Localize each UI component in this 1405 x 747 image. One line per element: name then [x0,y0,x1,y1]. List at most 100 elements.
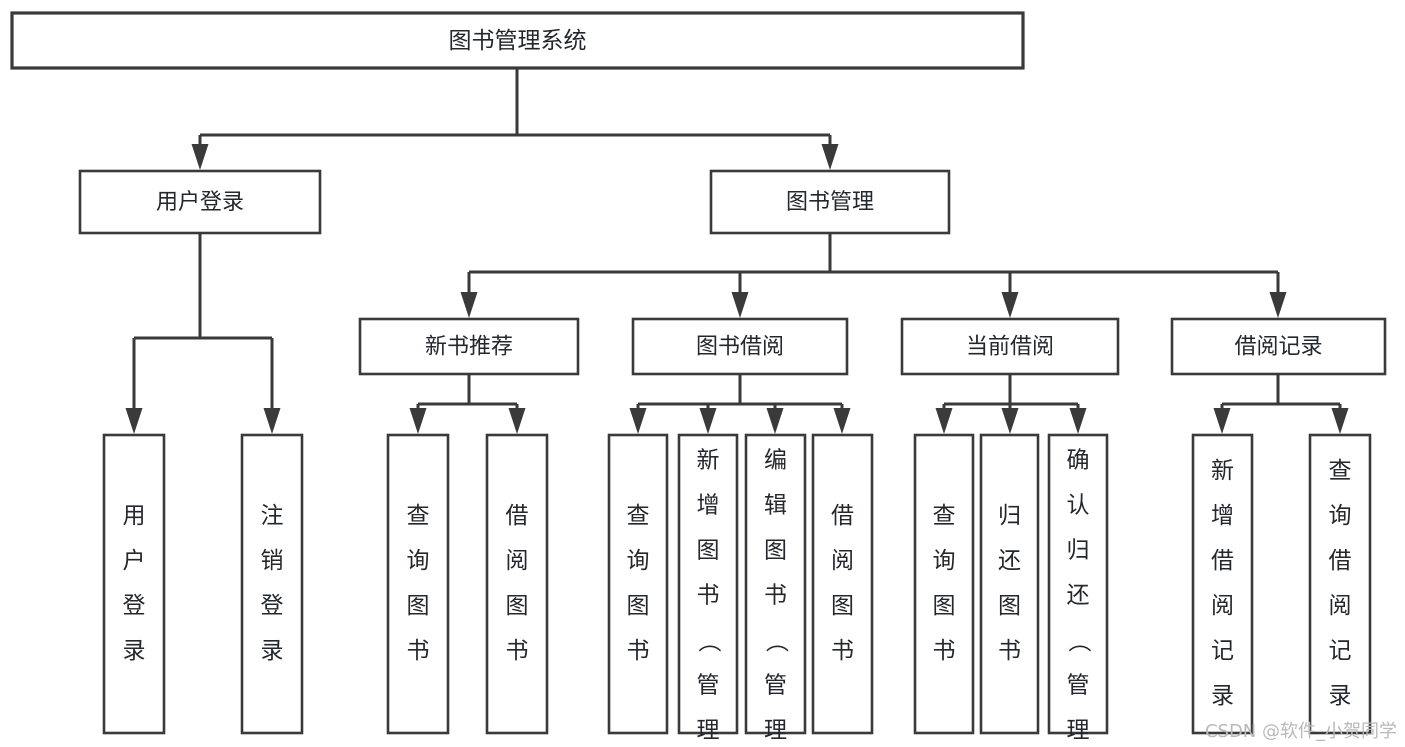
node-leaf-label-char: 查 [407,503,430,529]
node-level2-当前借阅-label: 当前借阅 [966,335,1054,360]
node-level2-借阅记录[interactable]: 借阅记录 [1170,317,1387,376]
node-leaf-label-char: 书 [998,638,1021,664]
node-level2-借阅记录-label: 借阅记录 [1234,335,1322,360]
node-leaf-label-char: 图 [831,593,854,619]
node-leaf-label-char: 书 [407,638,430,664]
node-level1-图书管理[interactable]: 图书管理 [709,169,951,235]
node-leaf-label-char: 理 [697,718,720,744]
arrow-head-icon [1069,408,1087,434]
node-leaf-label-char: 阅 [506,548,529,574]
node-leaf-label-char: 新 [1211,458,1234,484]
node-level2-图书借阅[interactable]: 图书借阅 [631,317,849,376]
node-leaf-label-char: 借 [506,503,529,529]
node-leaf-label-char: （ [696,630,722,653]
node-leaf-label-char: 阅 [1211,593,1234,619]
node-leaf-label-char: 管 [764,673,787,699]
arrow-head-icon [1001,408,1019,434]
node-leaf-label-char: 增 [1211,503,1234,529]
node-level2-新书推荐[interactable]: 新书推荐 [358,317,580,376]
connector-group-current-to-leaves [935,374,1087,434]
node-leaf-rect [1047,433,1109,735]
node-leaf-label-char: 新 [697,448,720,474]
node-leaf-label-char: 书 [697,583,720,609]
node-leaf-label-char: 借 [1329,548,1352,574]
arrow-head-icon [935,408,953,434]
node-leaf-label-char: 注 [261,503,284,529]
node-leaf-label-char: 录 [1211,683,1234,709]
node-leaf-label-char: 认 [1067,493,1090,519]
node-leaf-label-char: 图 [764,538,787,564]
node-leaf-rect [1308,433,1372,735]
node-root-图书管理系统-rect [10,11,1025,70]
node-level1-用户登录[interactable]: 用户登录 [78,169,322,235]
node-leaf-label-char: 户 [123,548,146,574]
node-root-图书管理系统-label: 图书管理系统 [449,28,587,54]
node-level2-新书推荐-rect [358,317,580,376]
node-leaf-label-char: 图 [933,593,956,619]
node-leaf-label-char: 录 [261,638,284,664]
node-leaf-label-char: 阅 [831,548,854,574]
node-leaf-rect [677,433,739,735]
node-leaf-label-char: 辑 [764,493,787,519]
node-leaf-rect [102,433,166,735]
node-leaf-label-char: 销 [261,548,284,574]
node-level2-借阅记录-rect [1170,317,1387,376]
arrow-head-icon [821,144,839,170]
node-leaf-label-char: 增 [697,493,720,519]
node-leaf-label-char: 查 [627,503,650,529]
node-level2-图书借阅-rect [631,317,849,376]
arrow-head-icon [191,144,209,170]
node-leaf-rect [1191,433,1254,735]
node-level2-当前借阅-rect [900,317,1120,376]
node-level2-图书借阅-label: 图书借阅 [696,335,784,360]
node-level2-新书推荐-label: 新书推荐 [425,335,513,360]
node-leaf-label-char: 书 [764,583,787,609]
node-leaf-rect [979,433,1040,735]
node-level1-用户登录-label: 用户登录 [156,190,244,215]
node-leaf-label-char: 借 [1211,548,1234,574]
node-leaf-label-char: 归 [998,503,1021,529]
node-leaf-label-char: 管 [1067,673,1090,699]
node-leaf-label-char: 查 [933,503,956,529]
node-level1-用户登录-rect [78,169,322,235]
node-leaf-rect [240,433,304,735]
connector-group-record-to-leaves [1213,374,1349,434]
node-root-图书管理系统[interactable]: 图书管理系统 [10,11,1025,70]
node-level2-当前借阅[interactable]: 当前借阅 [900,317,1120,376]
node-leaf-label-char: （ [763,630,789,653]
arrow-head-icon [125,408,143,434]
node-leaf-label-char: 录 [1329,683,1352,709]
watermark-text: CSDN @软件_小贺同学 [1204,721,1397,742]
node-leaf-rect [386,433,450,735]
connector-group-newbook-to-leaves [409,374,526,434]
node-leaf-用户登录[interactable]: 用户登录 [102,433,166,735]
node-level1-图书管理-rect [709,169,951,235]
node-leaf-label-char: 用 [123,503,146,529]
node-leaf-label-char: 图 [506,593,529,619]
node-leaf-label-char: 图 [998,593,1021,619]
node-leaf-label-char: （ [1066,630,1092,653]
node-leaf-label-char: 阅 [1329,593,1352,619]
arrow-head-icon [1001,292,1019,318]
node-leaf-label-char: 录 [123,638,146,664]
arrow-head-icon [1213,408,1231,434]
node-leaf-label-char: 登 [123,593,146,619]
node-leaf-label-char: 询 [933,548,956,574]
arrow-head-icon [629,408,647,434]
arrow-head-icon [731,292,749,318]
arrow-head-icon [460,292,478,318]
